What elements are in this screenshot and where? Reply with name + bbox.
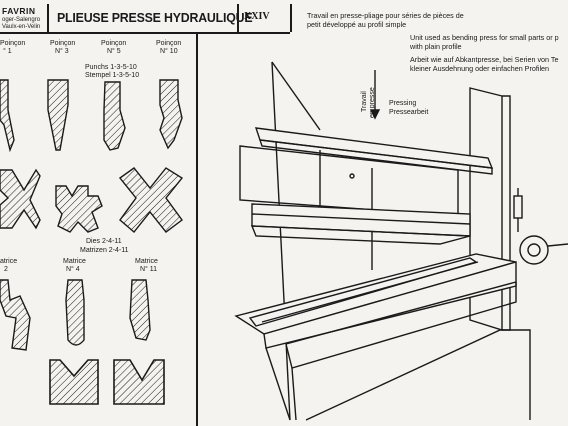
header-divider-1: [47, 4, 49, 32]
punch-caption-de: Stempel 1-3-5-10: [85, 72, 140, 79]
punch-1-profile: [0, 79, 15, 153]
die-caption-de: Matrizen 2-4-11: [80, 247, 129, 254]
die-block-2: [55, 185, 103, 233]
die-base-2: [113, 359, 165, 405]
punch-label-5-name: Poinçon: [101, 40, 127, 47]
brand-address-2: Vaulx-en-Velin: [2, 24, 41, 30]
punch-10-profile: [159, 79, 183, 150]
chapter-number: XXIV: [244, 11, 270, 22]
header-divider-3: [290, 4, 292, 32]
die-label-4-name: Matrice: [63, 258, 86, 265]
header-divider-2: [237, 4, 239, 32]
punch-label-3-name: Poinçon: [50, 40, 76, 47]
die-label-2-name: atrice: [0, 258, 18, 265]
header-frame: [0, 4, 290, 34]
die-label-11-num: N° 11: [140, 266, 158, 273]
punch-label-1-name: Poinçon: [0, 40, 26, 47]
desc-de-line1: Arbeit wie auf Abkantpresse, bei Serien …: [410, 55, 559, 64]
punch-label-5-num: N° 5: [107, 48, 121, 55]
desc-fr-line1: Travail en presse-pliage pour séries de …: [307, 11, 464, 20]
punch-label-10-num: N° 10: [160, 48, 178, 55]
desc-en-line1: Unit used as bending press for small par…: [410, 33, 559, 42]
desc-en-line2: with plain profile: [410, 42, 462, 51]
die-label-11-name: Matrice: [135, 258, 158, 265]
punch-3-profile: [47, 79, 69, 151]
die-label-2-num: 2: [4, 266, 8, 273]
die-block-1: [0, 168, 41, 230]
punch-label-1-num: ° 1: [3, 48, 12, 55]
die-label-4-num: N° 4: [66, 266, 80, 273]
punch-label-3-num: N° 3: [55, 48, 69, 55]
pressing-label-de: Pressearbeit: [389, 109, 429, 116]
die-block-3: [118, 167, 184, 234]
press-brake-drawing: [234, 61, 568, 421]
pressing-label-en: Pressing: [389, 100, 417, 107]
punch-label-10-name: Poinçon: [156, 40, 182, 47]
desc-de-line2: kleiner Ausdehnung oder einfachen Profil…: [410, 64, 550, 73]
column-divider: [196, 32, 198, 426]
brand-address-1: oger-Salengro: [2, 17, 41, 23]
desc-fr-line2: petit développé au profil simple: [307, 20, 407, 29]
brand-name: FAVRIN: [2, 6, 36, 16]
die-base-1: [49, 359, 99, 405]
punch-5-profile: [103, 81, 126, 151]
die-4-profile: [65, 279, 85, 346]
die-11-profile: [129, 279, 151, 341]
page-title: PLIEUSE PRESSE HYDRAULIQUE: [57, 10, 253, 25]
pressing-arrow: [369, 70, 381, 120]
punch-caption-en: Punchs 1-3-5-10: [85, 64, 137, 71]
die-caption-en: Dies 2-4-11: [86, 238, 122, 245]
die-2-profile: [0, 279, 31, 351]
